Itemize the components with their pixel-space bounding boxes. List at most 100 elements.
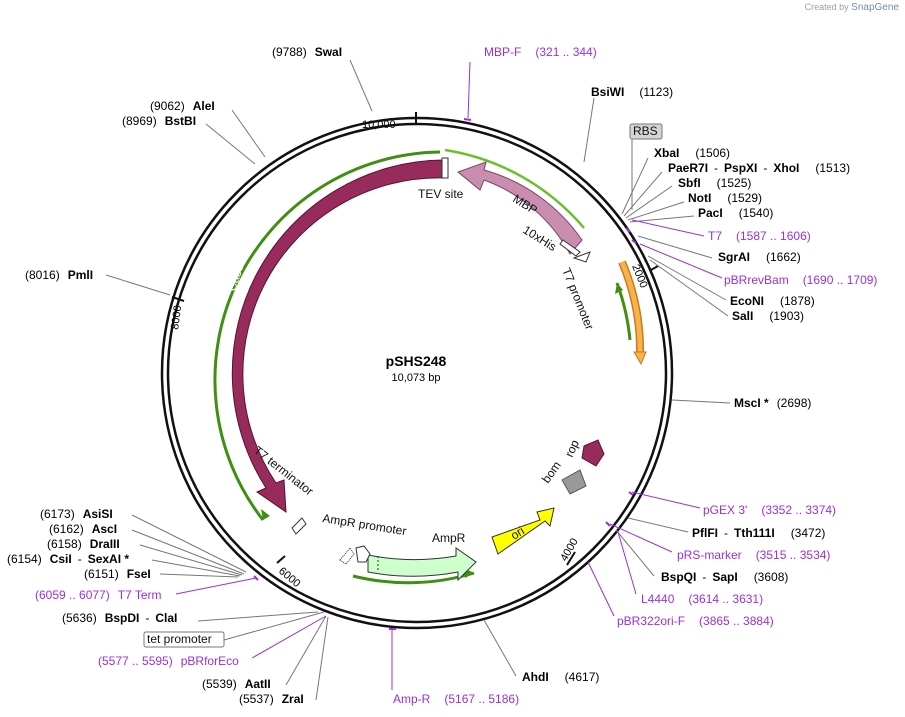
enzyme-msci[interactable]: MscI *(2698) bbox=[734, 396, 811, 410]
leader-bstbi bbox=[205, 123, 256, 165]
leader-bspqi bbox=[615, 529, 655, 577]
primer-prs-marker[interactable]: pRS-marker(3515 .. 3534) bbox=[677, 548, 830, 562]
leader-xbai bbox=[621, 157, 649, 215]
leader-draiii bbox=[139, 544, 243, 576]
rop-label: rop bbox=[562, 437, 582, 459]
tick-label-10000: 10,000 bbox=[362, 119, 396, 131]
orf-arc-cas9 bbox=[213, 150, 441, 521]
enzyme-sbfi[interactable]: SbfI(1525) bbox=[678, 176, 751, 190]
orange-feature-fill bbox=[619, 261, 643, 357]
enzyme-pflfi-tth111i[interactable]: PflFI-Tth111I(3472) bbox=[692, 526, 825, 540]
primer-mark-t7 bbox=[625, 227, 631, 233]
tev-site-label: TEV site bbox=[418, 187, 464, 201]
leader-l4440 bbox=[617, 531, 637, 595]
ampr-promoter-feature[interactable] bbox=[355, 545, 371, 563]
tick-8000 bbox=[171, 296, 185, 302]
leader-fsei bbox=[159, 573, 239, 578]
enzyme-bspdi-clai[interactable]: (5636)BspDI-ClaI bbox=[62, 611, 177, 625]
enzyme-paer7i-pspxi-xhoi[interactable]: PaeR7I-PspXI-XhoI(1513) bbox=[668, 161, 850, 175]
primer-pbrrevbam[interactable]: pBRrevBam(1690 .. 1709) bbox=[724, 273, 877, 287]
enzyme-asisi[interactable]: (6173)AsiSI bbox=[40, 507, 113, 521]
leader-pbrforeco bbox=[251, 615, 327, 659]
primer-t7[interactable]: T7(1587 .. 1606) bbox=[708, 229, 811, 243]
primer-mbp-f[interactable]: MBP-F(321 .. 344) bbox=[484, 45, 597, 59]
leader-alei bbox=[231, 109, 266, 158]
leader-t7 bbox=[631, 219, 705, 237]
leader-t7-term bbox=[175, 577, 257, 595]
enzyme-ahdi[interactable]: AhdI(4617) bbox=[522, 670, 599, 684]
rbs-label: RBS bbox=[633, 124, 658, 138]
leader-pflfi bbox=[627, 517, 689, 533]
enzyme-csii-sexai[interactable]: (6154)CsiI-SexAI * bbox=[7, 552, 129, 566]
leader-sali bbox=[649, 259, 729, 317]
watermark-prefix: Created by bbox=[804, 2, 849, 12]
ori-label: ori bbox=[508, 524, 527, 543]
enzyme-zrai[interactable]: (5537)ZraI bbox=[239, 692, 304, 706]
plasmid-size: 10,073 bp bbox=[392, 372, 441, 384]
enzyme-xbai[interactable]: XbaI(1506) bbox=[654, 146, 730, 160]
leader-aatii bbox=[285, 615, 327, 686]
leader-zrai bbox=[315, 616, 329, 701]
ampr-feature[interactable] bbox=[367, 547, 477, 582]
leader-noti bbox=[627, 201, 685, 221]
primer-mark-pbrrevbam bbox=[631, 239, 637, 244]
leader-pmli bbox=[105, 274, 171, 296]
leader-sgrai bbox=[637, 235, 713, 259]
enzyme-sali[interactable]: SalI(1903) bbox=[732, 309, 804, 323]
primer-mark-pgex3 bbox=[628, 491, 634, 496]
leader-pbrrevbam bbox=[639, 243, 723, 279]
enzyme-fsei[interactable]: (6151)FseI bbox=[84, 567, 151, 581]
leader-ahdi bbox=[483, 619, 517, 677]
enzyme-bspqi-sapi[interactable]: BspQI-SapI(3608) bbox=[661, 570, 788, 584]
enzyme-swai[interactable]: (9788)SwaI bbox=[272, 45, 342, 59]
t7-promoter-label: T7 promoter bbox=[559, 266, 596, 332]
enzyme-econi[interactable]: EcoNI(1878) bbox=[730, 294, 815, 308]
t7-terminator-feature[interactable] bbox=[291, 517, 307, 535]
primer-amp-r[interactable]: Amp-R(5167 .. 5186) bbox=[393, 692, 519, 706]
primer-mark-t7-term bbox=[253, 575, 259, 581]
tet-promoter-label: tet promoter bbox=[147, 632, 212, 646]
tev-site-feature[interactable] bbox=[441, 157, 449, 179]
enzyme-sgrai[interactable]: SgrAI(1662) bbox=[718, 250, 801, 264]
leader-bsiwi bbox=[583, 97, 595, 163]
leader-prs-marker bbox=[609, 523, 673, 553]
leader-sbfi bbox=[625, 185, 673, 219]
his-tag-feature[interactable] bbox=[559, 239, 581, 257]
leader-asisi bbox=[131, 514, 247, 573]
primer-pbr322ori-f[interactable]: pBR322ori-F(3865 .. 3884) bbox=[617, 614, 774, 628]
snapgene-watermark: Created by SnapGene bbox=[805, 2, 899, 13]
orange-feature-arrow bbox=[633, 351, 647, 366]
orf-arc-cas9-arrow bbox=[261, 509, 270, 520]
primer-pbrforeco[interactable]: (5577 .. 5595)pBRforEco bbox=[98, 654, 239, 668]
bom-feature[interactable] bbox=[561, 469, 587, 495]
enzyme-aatii[interactable]: (5539)AatII bbox=[202, 677, 271, 691]
ori-feature[interactable] bbox=[491, 507, 555, 555]
cas9-feature[interactable] bbox=[231, 159, 445, 513]
enzyme-asci[interactable]: (6162)AscI bbox=[49, 522, 117, 536]
ampr-promoter-label: AmpR promoter bbox=[322, 511, 408, 538]
snapgene-brand: SnapGene bbox=[851, 2, 899, 13]
enzyme-alei[interactable]: (9062)AleI bbox=[150, 99, 215, 113]
enzyme-draiii[interactable]: (6158)DraIII bbox=[47, 537, 120, 551]
primer-l4440[interactable]: L4440(3614 .. 3631) bbox=[641, 592, 763, 606]
leader-paci bbox=[629, 215, 695, 223]
primer-pgex3[interactable]: pGEX 3'(3352 .. 3374) bbox=[703, 503, 836, 517]
enzyme-paci[interactable]: PacI(1540) bbox=[698, 206, 773, 220]
enzyme-bsiwi[interactable]: BsiWI(1123) bbox=[591, 85, 673, 99]
rbs-box[interactable] bbox=[629, 123, 663, 140]
leader-swai bbox=[349, 59, 373, 112]
t7-promoter-feature[interactable] bbox=[572, 251, 591, 263]
leader-csii bbox=[151, 559, 241, 577]
primer-t7-term[interactable]: (6059 .. 6077)T7 Term bbox=[35, 588, 162, 602]
leader-econi bbox=[647, 255, 727, 301]
plasmid-name: pSHS248 bbox=[386, 353, 447, 369]
enzyme-noti[interactable]: NotI(1529) bbox=[688, 191, 762, 205]
enzyme-bstbi[interactable]: (8969)BstBI bbox=[122, 114, 196, 128]
tick-label-4000: 4000 bbox=[558, 536, 581, 563]
enzyme-pmli[interactable]: (8016)PmlI bbox=[25, 268, 93, 282]
tick-6000 bbox=[276, 555, 286, 564]
rop-feature[interactable] bbox=[581, 439, 605, 467]
leader-tet-promoter bbox=[223, 611, 325, 641]
leader-pbr322ori-f bbox=[587, 561, 615, 617]
rbs-small-feature bbox=[339, 547, 355, 565]
